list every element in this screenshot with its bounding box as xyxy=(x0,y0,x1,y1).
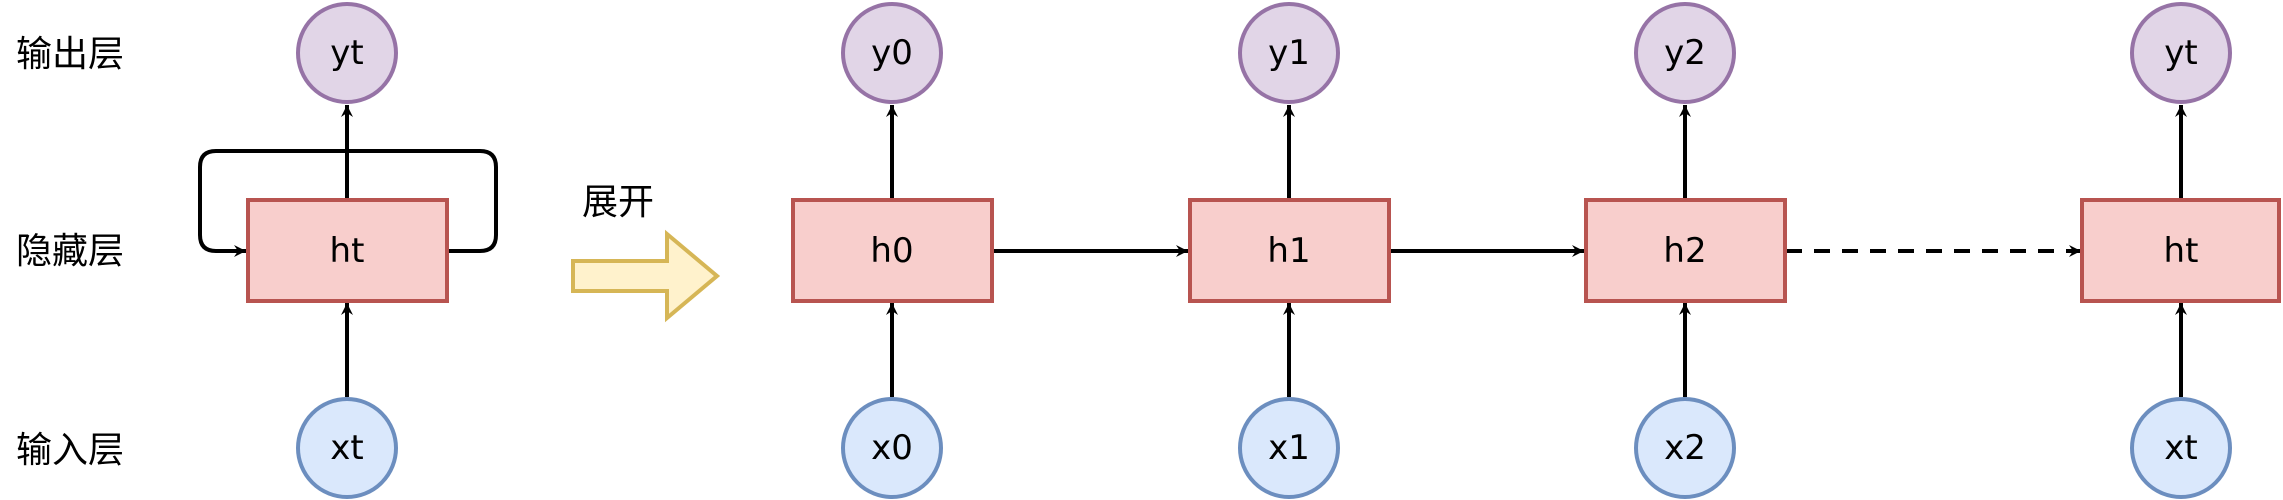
step2-output-label: y2 xyxy=(1664,33,1706,73)
step2-hidden-label: h2 xyxy=(1663,231,1706,271)
folded-output-node xyxy=(296,2,398,104)
folded-hidden-label: ht xyxy=(330,231,365,271)
output-layer-label: 输出层 xyxy=(16,34,124,75)
step0-input-node xyxy=(841,397,943,499)
step1-hidden-label: h1 xyxy=(1267,231,1310,271)
folded-hidden-node xyxy=(246,198,449,303)
folded-output-label: yt xyxy=(330,33,363,73)
time-step-2: y2 h2 x2 xyxy=(1584,2,1787,499)
stept-hidden-node xyxy=(2080,198,2281,303)
step0-input-label: x0 xyxy=(871,428,913,468)
step2-input-node xyxy=(1634,397,1736,499)
unfold-arrow-icon xyxy=(571,229,721,323)
step2-hidden-node xyxy=(1584,198,1787,303)
time-step-1: y1 h1 x1 xyxy=(1188,2,1391,499)
unrolled-rnn: y0 h0 x0 y1 h1 x1 y2 h2 x2 xyxy=(791,2,2281,499)
time-step-0: y0 h0 x0 xyxy=(791,2,994,499)
step1-input-node xyxy=(1238,397,1340,499)
step2-output-node xyxy=(1634,2,1736,104)
step1-input-label: x1 xyxy=(1268,428,1310,468)
hidden-layer-label: 隐藏层 xyxy=(16,231,124,272)
step1-hidden-node xyxy=(1188,198,1391,303)
step0-output-node xyxy=(841,2,943,104)
unfold-label: 展开 xyxy=(582,182,654,223)
step0-hidden-label: h0 xyxy=(870,231,913,271)
step0-hidden-node xyxy=(791,198,994,303)
stept-input-node xyxy=(2130,397,2232,499)
folded-input-node xyxy=(296,397,398,499)
time-step-t: yt ht xt xyxy=(2080,2,2281,499)
stept-hidden-label: ht xyxy=(2164,231,2199,271)
folded-input-label: xt xyxy=(330,428,363,468)
step1-output-node xyxy=(1238,2,1340,104)
input-layer-label: 输入层 xyxy=(16,430,124,471)
step1-output-label: y1 xyxy=(1268,33,1310,73)
step0-output-label: y0 xyxy=(871,33,913,73)
step2-input-label: x2 xyxy=(1664,428,1706,468)
stept-input-label: xt xyxy=(2164,428,2197,468)
stept-output-node xyxy=(2130,2,2232,104)
stept-output-label: yt xyxy=(2164,33,2197,73)
folded-rnn: yt ht xt xyxy=(198,2,498,499)
